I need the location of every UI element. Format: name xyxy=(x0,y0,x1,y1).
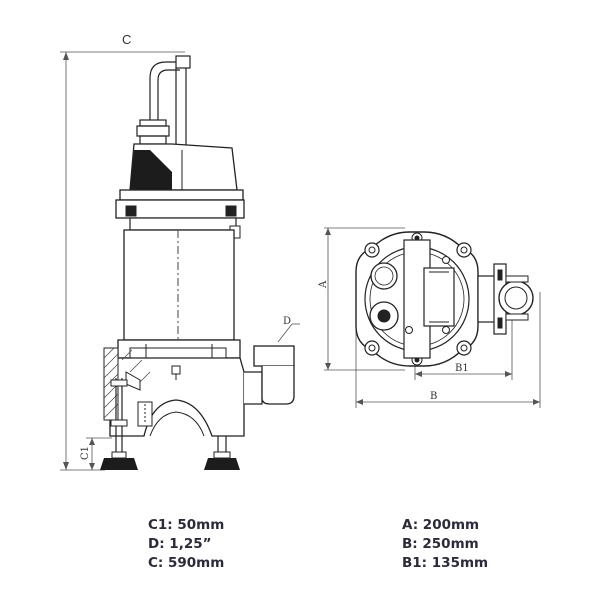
pump-top-view xyxy=(324,227,541,408)
spec-a: A: 200mm xyxy=(402,517,480,533)
dim-label-c1: C1 xyxy=(80,446,91,460)
dim-label-b1: B1 xyxy=(455,363,469,374)
dim-label-d: D xyxy=(283,316,291,327)
spec-d: D: 1,25” xyxy=(148,536,212,552)
dimension-specs: C1: 50mm D: 1,25” C: 590mm A: 200mm B: 2… xyxy=(0,516,600,586)
dim-label-b: B xyxy=(430,391,437,402)
pump-side-view xyxy=(60,51,300,471)
specs-right-column: A: 200mm B: 250mm B1: 135mm xyxy=(402,516,488,573)
spec-b: B: 250mm xyxy=(402,536,479,552)
spec-c1: C1: 50mm xyxy=(148,517,225,533)
pump-technical-drawing: C C1 D A B B1 xyxy=(60,32,541,471)
specs-left-column: C1: 50mm D: 1,25” C: 590mm xyxy=(148,516,224,573)
dim-label-c: C xyxy=(122,32,131,47)
spec-b1: B1: 135mm xyxy=(402,555,489,571)
dim-label-a: A xyxy=(318,280,329,289)
spec-c: C: 590mm xyxy=(148,555,225,571)
